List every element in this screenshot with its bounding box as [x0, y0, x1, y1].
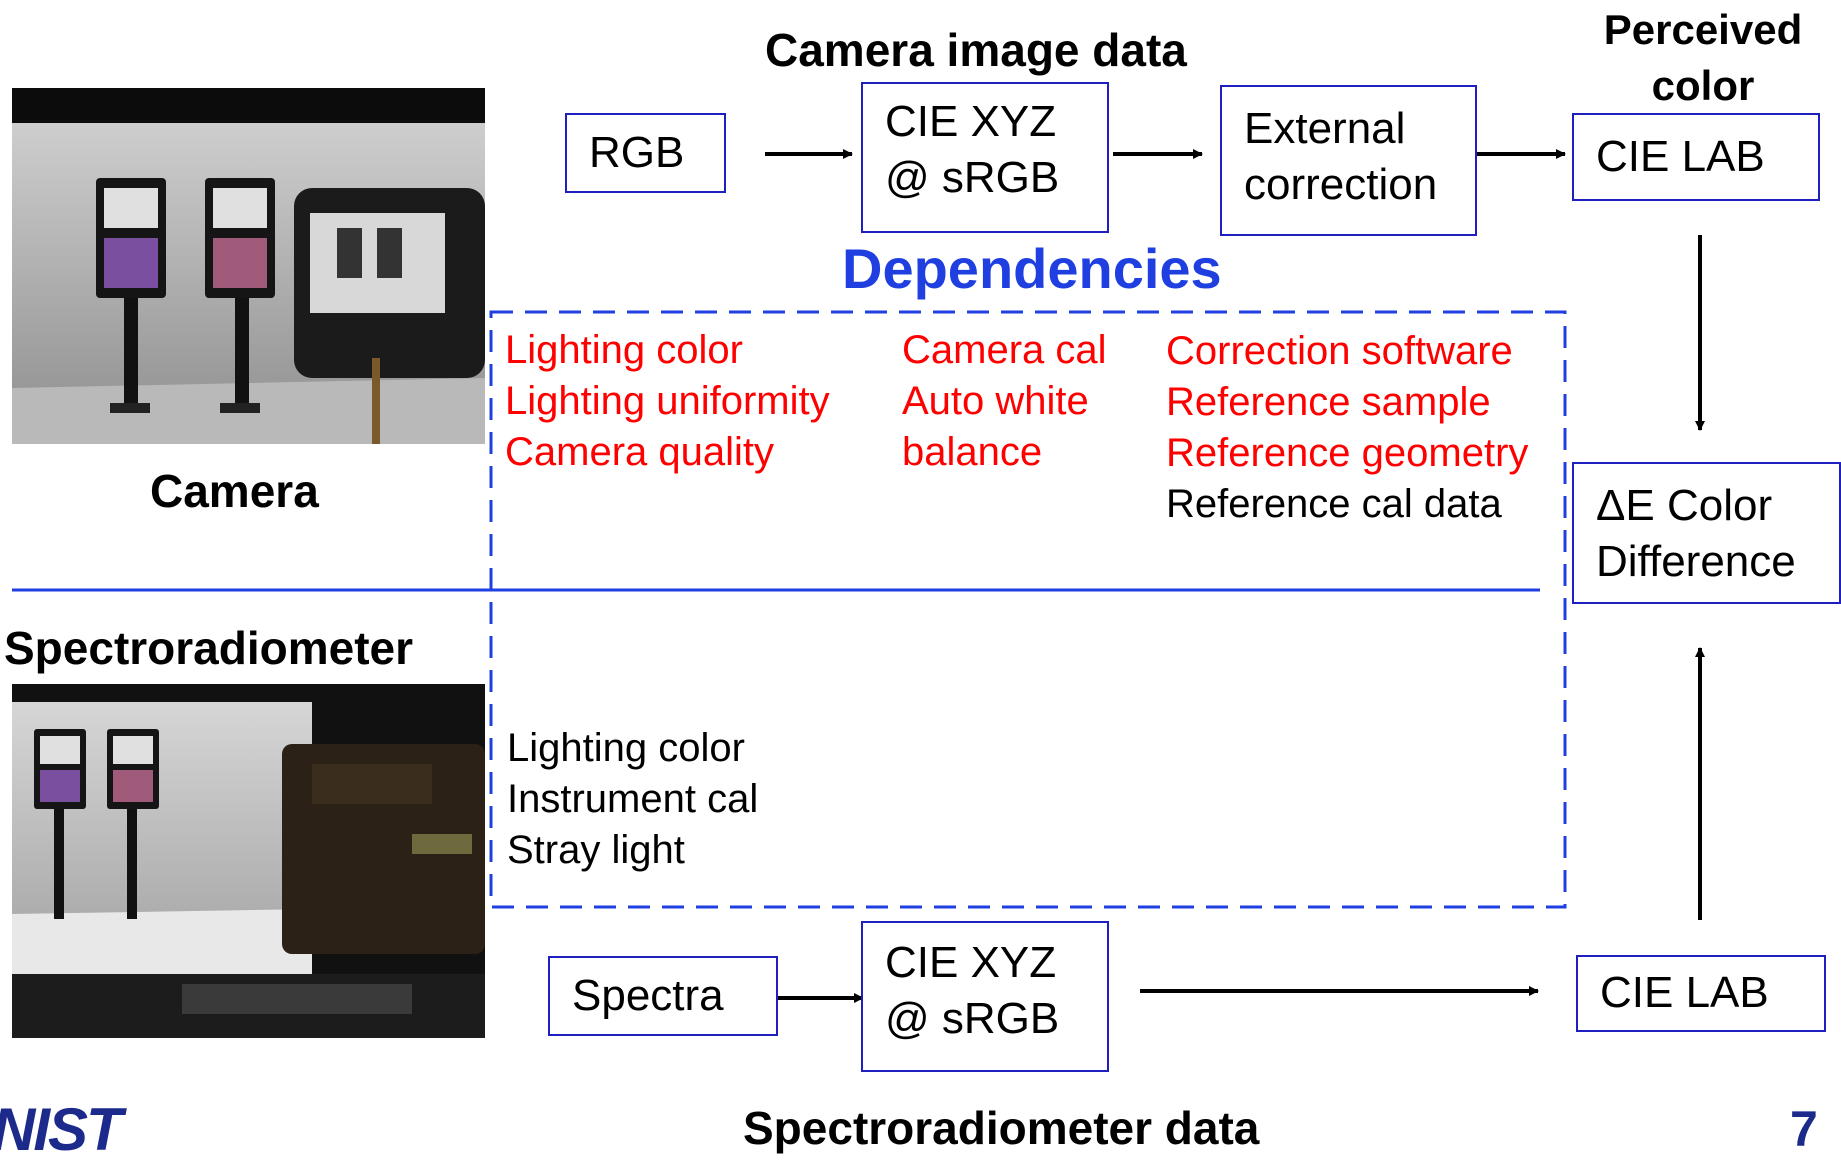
dependency-item: Lighting color [505, 328, 743, 372]
spectro-dependencies: Lighting color Instrument cal Stray ligh… [507, 723, 758, 876]
delta-e-line1: ΔE Color [1596, 481, 1773, 530]
external-correction-line2: correction [1244, 160, 1438, 209]
dependency-item: Reference geometry [1166, 431, 1529, 475]
cie-xyz-box: CIE XYZ @ sRGB [861, 82, 1109, 233]
page-number: 7 [1790, 1101, 1818, 1157]
spectra-label: Spectra [572, 971, 724, 1020]
cie-xyz-line2: @ sRGB [885, 153, 1060, 202]
perceived-color-line1: Perceived [1603, 6, 1803, 53]
dependency-item: Auto white [902, 379, 1089, 423]
camera-image-data-title: Camera image data [765, 24, 1187, 76]
dependency-item: Camera cal [902, 328, 1107, 372]
dependency-item: Stray light [507, 828, 685, 872]
nist-logo: NIST [0, 1096, 123, 1163]
cie-xyz-box-bottom: CIE XYZ @ sRGB [861, 921, 1109, 1072]
camera-setup-photo [12, 88, 485, 444]
delta-e-line2: Difference [1596, 537, 1796, 586]
dependency-item: Instrument cal [507, 777, 759, 821]
external-correction-box: External correction [1220, 85, 1477, 236]
dependencies-column-3: Correction software Reference sample Ref… [1166, 326, 1528, 530]
dependency-item: Lighting uniformity [505, 379, 830, 423]
dependencies-column-1: Lighting color Lighting uniformity Camer… [505, 325, 830, 478]
cie-lab-bottom-label: CIE LAB [1600, 968, 1769, 1017]
cie-lab-top-label: CIE LAB [1596, 132, 1765, 181]
cie-lab-box-top: CIE LAB [1572, 113, 1820, 201]
cie-xyz-bottom-line2: @ sRGB [885, 994, 1060, 1043]
spectra-box: Spectra [548, 956, 778, 1036]
dependencies-column-2: Camera cal Auto white balance [902, 325, 1107, 478]
spectroradiometer-setup-photo [12, 684, 485, 1038]
perceived-color-line2: color [1651, 62, 1755, 109]
cie-lab-box-bottom: CIE LAB [1576, 955, 1826, 1032]
cie-xyz-bottom-line1: CIE XYZ [885, 938, 1057, 987]
dependencies-dashed-box [489, 310, 1567, 909]
cie-xyz-line1: CIE XYZ [885, 97, 1057, 146]
dependency-item: Reference sample [1166, 380, 1491, 424]
external-correction-line1: External [1244, 104, 1406, 153]
dependency-item: Lighting color [507, 726, 745, 770]
spectroradiometer-data-title: Spectroradiometer data [743, 1102, 1260, 1154]
dependencies-title: Dependencies [842, 237, 1222, 300]
camera-label: Camera [150, 465, 319, 517]
delta-e-box: ΔE Color Difference [1572, 462, 1841, 604]
spectroradiometer-label: Spectroradiometer [4, 622, 414, 674]
dependency-item: Reference cal data [1166, 482, 1502, 526]
dependency-item: balance [902, 430, 1043, 474]
perceived-color-title: Perceived color [1568, 2, 1838, 114]
rgb-box: RGB [565, 113, 726, 193]
dependency-item: Correction software [1166, 329, 1513, 373]
rgb-label: RGB [589, 128, 685, 177]
dependency-item: Camera quality [505, 430, 775, 474]
